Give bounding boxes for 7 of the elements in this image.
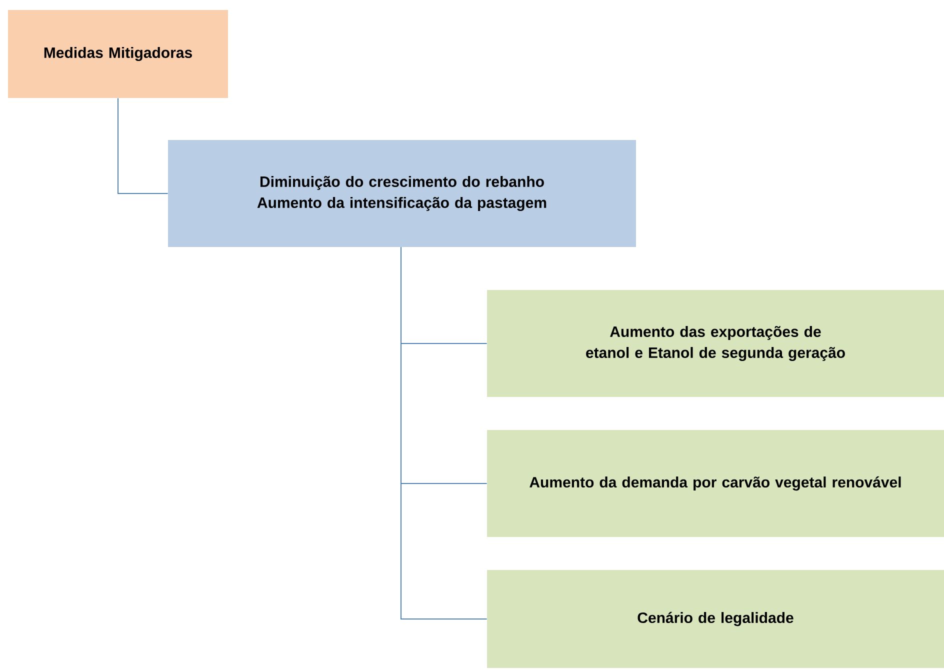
outcome-box: Aumento das exportações de etanol e Etanol de segunda geração <box>487 290 944 397</box>
measure-box: Diminuição do crescimento do rebanho Aumento da intensificação da pastagem <box>168 140 636 247</box>
connector-line <box>118 98 168 194</box>
outcome-box: Cenário de legalidade <box>487 570 944 668</box>
connector-line <box>400 246 488 620</box>
outcome-box: Aumento da demanda por carvão vegetal renovável <box>487 430 944 537</box>
category-box: Medidas Mitigadoras <box>8 10 228 98</box>
